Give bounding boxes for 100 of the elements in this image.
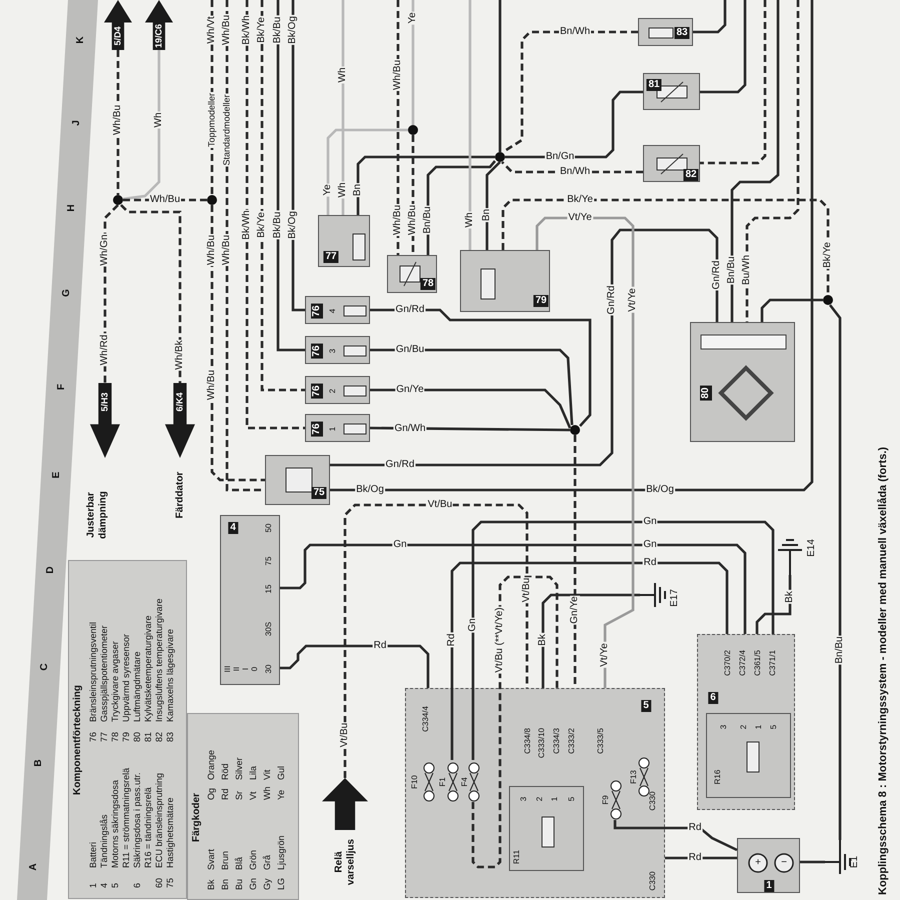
table-cell: Motorns säkringsdosa bbox=[111, 780, 120, 868]
wire-label: Wh/Bu bbox=[393, 204, 403, 236]
relay-label: R11 bbox=[513, 850, 521, 864]
wire-label: Gn/Rd bbox=[394, 305, 426, 315]
sensor-box bbox=[690, 322, 795, 442]
wire-label: Rd bbox=[642, 558, 658, 568]
component-number: 83 bbox=[674, 27, 690, 39]
wire-label: Bn/Bu bbox=[727, 255, 737, 285]
wire bbox=[370, 348, 574, 426]
wire-label: Ye bbox=[323, 183, 333, 197]
pin-label: 75 bbox=[265, 556, 273, 566]
position-label: III bbox=[224, 666, 232, 672]
wire-label: Bk/Wh bbox=[242, 209, 252, 241]
pin-label: 1 bbox=[755, 724, 763, 730]
table-cell: Grå bbox=[263, 854, 272, 870]
terminal-sign: − bbox=[781, 858, 787, 868]
component-number: 6 bbox=[708, 692, 718, 704]
pin-label: C361/5 bbox=[754, 650, 762, 676]
injector-box bbox=[305, 336, 370, 364]
table-cell: Tryckgivare avgaser bbox=[111, 641, 120, 722]
wire bbox=[412, 0, 414, 125]
pin-label: C372/4 bbox=[739, 650, 747, 676]
wire bbox=[730, 0, 780, 322]
table-cell: Röd bbox=[221, 763, 230, 780]
wire-label: Wh/Bu bbox=[222, 234, 232, 266]
wire-label: Gn bbox=[642, 517, 658, 527]
wire-label: Rd bbox=[688, 853, 702, 863]
wire bbox=[665, 856, 737, 860]
wire bbox=[536, 216, 634, 688]
wire bbox=[472, 520, 774, 760]
pin-label: C370/2 bbox=[724, 650, 732, 676]
sensor-box bbox=[643, 73, 700, 110]
wire-label: Wh/Bu bbox=[207, 369, 217, 401]
offpage-arrow bbox=[165, 383, 195, 458]
wire-label: Gn/Ye bbox=[395, 385, 425, 395]
component-number: 82 bbox=[683, 169, 699, 181]
wire-label: Rd bbox=[372, 641, 388, 651]
wire-label: Vt/Bu bbox=[426, 500, 454, 510]
wire-label: Wh/Bk bbox=[175, 339, 185, 371]
wire-label: Gn/Bu bbox=[394, 345, 426, 355]
table-heading: Färgkoder bbox=[192, 793, 202, 842]
wire bbox=[700, 0, 766, 164]
table-cell: Bränsleinsprutningsventil bbox=[89, 622, 98, 722]
table-cell: R16 = tändningsrelä bbox=[144, 787, 153, 868]
wire-label: Gn/Rd bbox=[712, 260, 722, 290]
table-cell: Uppvärmd syresensor bbox=[122, 634, 131, 722]
wire-label: Ye bbox=[408, 11, 418, 25]
wire-label: Bu/Wh bbox=[742, 254, 752, 286]
grid-letter: E bbox=[52, 472, 62, 478]
grid-letter: G bbox=[62, 289, 72, 297]
table-cell: Bn bbox=[221, 878, 230, 890]
table-cell: Ye bbox=[277, 790, 286, 800]
relay-box bbox=[509, 786, 584, 871]
fuse-symbol bbox=[601, 779, 623, 821]
fuse-label: F13 bbox=[630, 770, 638, 784]
fuse-label: F1 bbox=[439, 777, 447, 787]
wire bbox=[498, 0, 502, 152]
component-number: 76 bbox=[311, 421, 323, 437]
fuse-symbol bbox=[629, 756, 651, 798]
component-number: 81 bbox=[646, 79, 662, 91]
junction-dot bbox=[408, 125, 418, 135]
wire bbox=[472, 576, 558, 868]
wire-label: Bk/Ye bbox=[257, 211, 267, 239]
table-cell: Blå bbox=[235, 856, 244, 870]
component-number: 78 bbox=[420, 278, 436, 290]
wire-label: Vt/Bu bbox=[522, 576, 532, 604]
wire-label: Wh/Rd bbox=[100, 334, 110, 366]
pin-label: C333/10 bbox=[538, 728, 546, 758]
wire-label: Gn/Rd bbox=[607, 284, 617, 316]
wire-label: Vt/Bu bbox=[340, 722, 350, 748]
table-cell: LG bbox=[277, 878, 286, 890]
table-cell: Lila bbox=[249, 766, 258, 780]
wire-label: Wh bbox=[338, 66, 348, 84]
grid-letter: H bbox=[67, 204, 77, 212]
wire bbox=[542, 594, 640, 688]
table-cell: 83 bbox=[166, 732, 175, 742]
wire-label: Wh/Bu bbox=[149, 195, 181, 205]
component-number: 1 bbox=[764, 880, 774, 892]
wire-label: Wh/Bu bbox=[113, 104, 123, 136]
wire-label: Bk bbox=[538, 633, 548, 647]
offpage-arrow bbox=[322, 778, 368, 830]
terminal-sign: + bbox=[755, 858, 761, 868]
injector-box bbox=[305, 414, 370, 442]
table-cell: Bu bbox=[235, 878, 244, 890]
junction-dot bbox=[207, 195, 217, 205]
table-cell: 81 bbox=[144, 732, 153, 742]
table-cell: Luftmängdmätare bbox=[133, 651, 142, 722]
wire-label: Wh/Bu bbox=[207, 234, 217, 266]
reference-label: 6/K4 bbox=[176, 392, 184, 412]
wire-label: Wh bbox=[338, 182, 348, 198]
table-cell: Gasspjällspotentiometer bbox=[100, 625, 109, 722]
connector-caption: Justerbar dämpning bbox=[86, 490, 108, 541]
table-cell: Tändningslås bbox=[100, 814, 109, 868]
wire-label: Bn bbox=[482, 208, 492, 222]
table-cell: Brun bbox=[221, 850, 230, 870]
relay-label: R16 bbox=[714, 770, 722, 784]
component-number: 4 bbox=[228, 522, 238, 534]
wire bbox=[502, 198, 830, 295]
wire bbox=[330, 0, 814, 492]
table-cell: 5 bbox=[111, 882, 120, 888]
